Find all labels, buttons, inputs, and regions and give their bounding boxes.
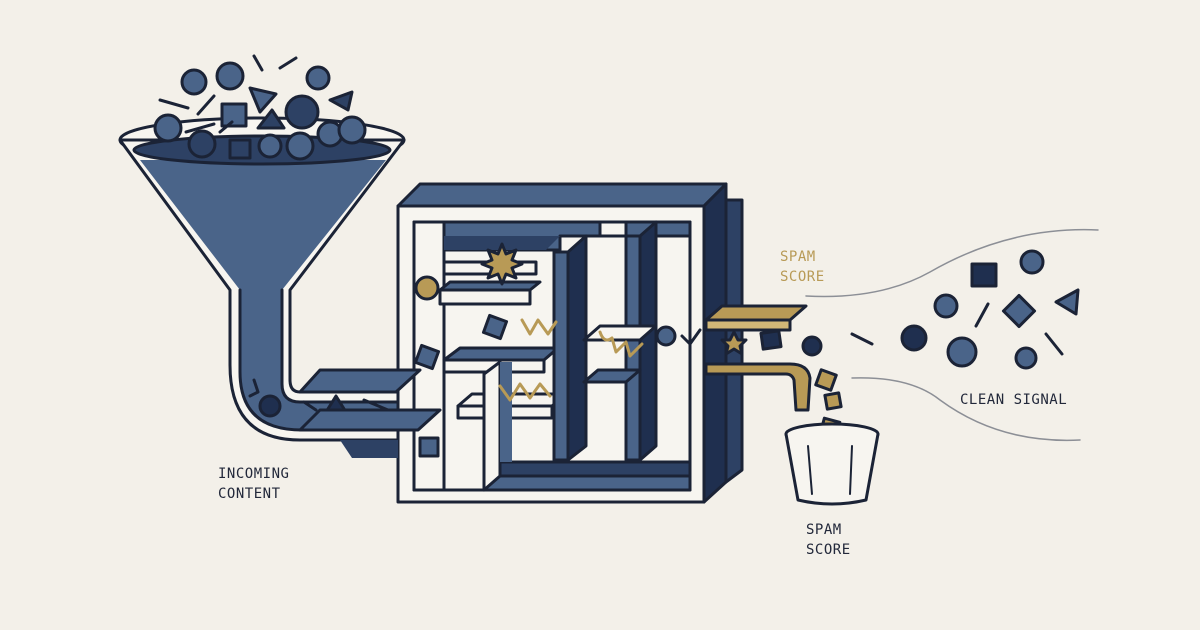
- filter-machine: [298, 182, 744, 504]
- score-star-icon: [720, 330, 748, 356]
- spam-score-top-label: SPAM SCORE: [780, 249, 825, 285]
- spam-score-bottom-label: SPAM SCORE: [806, 522, 851, 558]
- spam-score-outlet: [704, 304, 843, 440]
- spam-bucket: [784, 422, 880, 506]
- clean-signal-items: [805, 228, 1099, 442]
- incoming-content-label: INCOMING CONTENT: [218, 466, 290, 502]
- machine-items: [413, 242, 702, 458]
- clean-signal-label: CLEAN SIGNAL: [960, 392, 1068, 408]
- spam-star-icon: [480, 242, 524, 286]
- incoming-items: [153, 54, 367, 161]
